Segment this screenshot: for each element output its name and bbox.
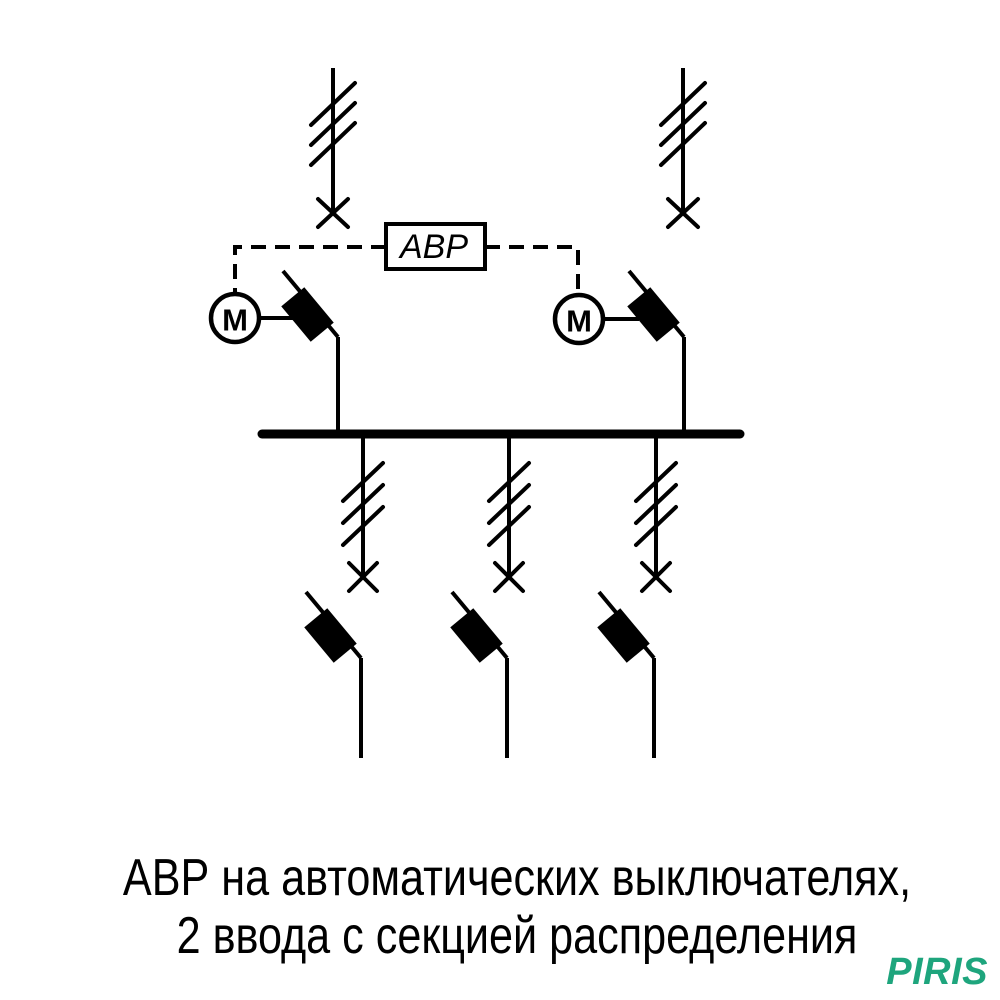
circuit-breaker-output-3	[595, 590, 656, 760]
input-feeder-cable-left	[309, 66, 357, 229]
avr-box-label: АВР	[398, 228, 468, 266]
circuit-breaker-output-1	[302, 590, 363, 760]
circuit-breaker-input-left	[279, 269, 340, 439]
caption-line-1: АВР на автоматических выключателях,	[122, 849, 912, 907]
input-feeder-cable-right	[659, 66, 707, 229]
output-feeder-cable-1	[341, 436, 385, 593]
avr-control-link-right	[485, 245, 580, 295]
motor-drive-right-label: М	[566, 304, 592, 339]
piris-logo: PIRIS	[886, 951, 988, 993]
diagram-caption: АВР на автоматических выключателях, 2 вв…	[102, 849, 932, 965]
avr-control-link-left	[233, 245, 386, 293]
circuit-breaker-output-2	[448, 590, 509, 760]
circuit-breaker-input-right	[625, 269, 686, 439]
caption-line-2: 2 ввода с секцией распределения	[176, 907, 858, 965]
output-feeder-cable-2	[487, 436, 531, 593]
output-feeder-cable-3	[634, 436, 678, 593]
avr-control-box	[384, 222, 487, 271]
motor-drive-left-label: М	[222, 303, 248, 338]
